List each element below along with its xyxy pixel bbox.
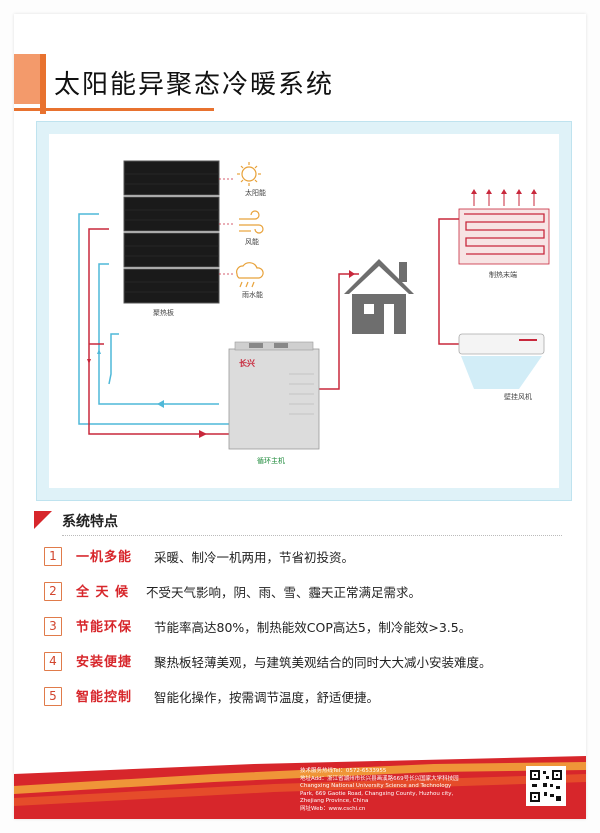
footer-line: 地址Add：浙江省湖州市长兴县画溪路669号长兴国家大学科技园 [300, 775, 459, 782]
heat-pump-unit: 长兴 [228, 341, 320, 450]
header-triangle-icon [34, 511, 52, 529]
house-icon [344, 259, 414, 334]
feature-number: 1 [44, 547, 62, 566]
title-accent-line [40, 54, 46, 114]
wind-icon [239, 210, 264, 234]
feature-desc: 智能化操作，按需调节温度，舒适便捷。 [154, 690, 380, 705]
feature-desc: 采暖、制冷一机两用，节省初投资。 [154, 550, 355, 565]
feature-number: 3 [44, 617, 62, 636]
footer-graphic [14, 756, 586, 819]
feature-item: 4 安装便捷 聚热板轻薄美观，与建筑美观结合的同时大大减小安装难度。 [44, 650, 574, 676]
wall-ac [458, 333, 545, 389]
feature-name: 节能环保 [76, 620, 133, 635]
feature-name: 全 天 候 [76, 585, 130, 600]
feature-item: 2 全 天 候 不受天气影响，阴、雨、雪、霾天正常满足需求。 [44, 580, 574, 606]
page-title: 太阳能异聚态冷暖系统 [54, 70, 335, 100]
contact-info: 技术服务热线Tel：0572-6533955 地址Add：浙江省湖州市长兴县画溪… [300, 768, 520, 813]
solar-panels [123, 160, 220, 304]
feature-name: 一机多能 [76, 550, 133, 565]
panel-label: 聚热板 [153, 309, 174, 317]
footer-line: 网址Web：www.cschi.cn [300, 805, 366, 812]
footer-line: Park, 669 Gaotie Road, Changxing County,… [300, 790, 454, 797]
footer-line: Zhejiang Province, China [300, 798, 369, 804]
floor-heating [458, 189, 550, 265]
unit-label: 循环主机 [257, 457, 285, 465]
system-diagram: 长兴 太阳能 风能 雨水能 聚热板 制热末端 壁挂风机 循环主机 [36, 121, 572, 501]
feature-number: 2 [44, 582, 62, 601]
floor-heating-label: 制热末端 [489, 271, 517, 279]
weather-label-rain: 雨水能 [242, 291, 263, 299]
features-header: 系统特点 [34, 509, 564, 537]
poster: 太阳能异聚态冷暖系统 [14, 14, 586, 819]
feature-item: 5 智能控制 智能化操作，按需调节温度，舒适便捷。 [44, 685, 574, 711]
feature-name: 智能控制 [76, 690, 133, 705]
ac-label: 壁挂风机 [504, 393, 532, 401]
footer-band: 技术服务热线Tel：0572-6533955 地址Add：浙江省湖州市长兴县画溪… [14, 756, 586, 819]
diagram-svg: 长兴 [78, 160, 550, 450]
feature-desc: 聚热板轻薄美观，与建筑美观结合的同时大大减小安装难度。 [154, 655, 492, 670]
weather-label-sun: 太阳能 [245, 189, 266, 197]
diagram-canvas: 长兴 太阳能 风能 雨水能 聚热板 制热末端 壁挂风机 循环主机 [49, 134, 559, 488]
feature-desc: 节能率高达80%，制热能效COP高达5，制冷能效>3.5。 [154, 620, 472, 635]
feature-number: 5 [44, 687, 62, 706]
features-heading: 系统特点 [62, 514, 118, 530]
rain-icon [236, 262, 264, 288]
footer-line: Changxing National University Science an… [300, 783, 452, 789]
feature-item: 3 节能环保 节能率高达80%，制热能效COP高达5，制冷能效>3.5。 [44, 615, 574, 641]
flow-arrows [87, 270, 355, 438]
header-divider [62, 535, 562, 536]
title-underline [14, 108, 214, 111]
feature-item: 1 一机多能 采暖、制冷一机两用，节省初投资。 [44, 545, 574, 571]
weather-links [219, 178, 234, 275]
weather-label-wind: 风能 [245, 238, 259, 246]
sun-icon [237, 162, 261, 186]
feature-number: 4 [44, 652, 62, 671]
svg-text:长兴: 长兴 [239, 358, 255, 368]
feature-name: 安装便捷 [76, 655, 133, 670]
qr-code-icon [526, 766, 566, 806]
title-accent-block [14, 54, 40, 104]
feature-desc: 不受天气影响，阴、雨、雪、霾天正常满足需求。 [146, 585, 422, 600]
footer-line: 技术服务热线Tel：0572-6533955 [300, 768, 387, 774]
